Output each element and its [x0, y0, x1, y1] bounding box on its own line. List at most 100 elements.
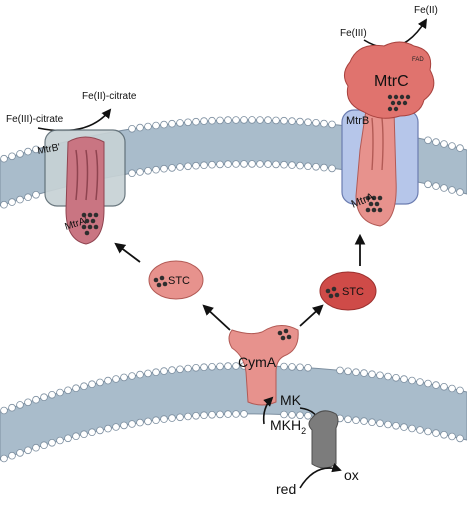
lipid-headgroup [32, 191, 40, 199]
lipid-headgroup [0, 200, 8, 209]
lipid-headgroup [296, 363, 304, 372]
lipid-headgroup [72, 432, 80, 441]
mtrb-prime-complex: MtrB' MtrA' [37, 129, 126, 245]
lipid-headgroup [232, 116, 240, 124]
lipid-headgroup [264, 160, 272, 168]
lipid-headgroup [384, 372, 392, 381]
lipid-headgroup [216, 160, 224, 169]
mkh2-to-mk-arrow [262, 396, 274, 425]
heme-cluster-mtrc [387, 94, 411, 112]
lipid-headgroup [240, 116, 248, 124]
lipid-headgroup [232, 362, 240, 370]
inner-membrane-headgroups-bottom [0, 410, 464, 463]
lipid-headgroup [424, 180, 432, 189]
lipid-headgroup [200, 411, 208, 420]
lipid-headgroup [208, 116, 216, 125]
lipid-headgroup [408, 424, 416, 433]
lipid-headgroup [24, 446, 32, 455]
lipid-headgroup [24, 193, 32, 202]
pathway-arrows [114, 233, 366, 331]
lipid-headgroup [8, 451, 16, 460]
lipid-headgroup [16, 401, 24, 409]
lipid-headgroup [160, 164, 168, 173]
stc-left-body [148, 260, 204, 300]
lipid-headgroup [432, 429, 440, 437]
mtra-helices [371, 117, 384, 171]
inner-membrane-headgroups-top [0, 362, 464, 415]
lipid-headgroup [0, 406, 8, 415]
lipid-headgroup [184, 364, 192, 373]
lipid-headgroup [152, 416, 160, 425]
heme-cluster-stc-right [325, 286, 340, 299]
lipid-headgroup [280, 160, 288, 169]
lipid-headgroup [448, 142, 456, 150]
lipid-headgroup [208, 160, 216, 169]
lipid-headgroup [80, 382, 88, 391]
heme-cluster-mtra-prime [81, 212, 99, 236]
lipid-headgroup [32, 395, 40, 404]
stc-right-label: STC [342, 286, 364, 298]
lipid-headgroup [208, 410, 216, 419]
lipid-headgroup [128, 169, 136, 178]
lipid-headgroup [448, 186, 456, 194]
lipid-headgroup [16, 150, 24, 158]
lipid-headgroup [136, 123, 144, 132]
lipid-headgroup [280, 362, 288, 371]
fe3-citrate-label: Fe(III)-citrate [6, 114, 64, 125]
lipid-headgroup [128, 125, 136, 133]
lipid-headgroup [104, 424, 112, 433]
lipid-headgroup [256, 116, 264, 124]
lipid-headgroup [0, 154, 8, 163]
fe-reaction: Fe(III) Fe(II) [340, 5, 438, 49]
lipid-headgroup [152, 368, 160, 377]
lipid-headgroup [432, 182, 440, 190]
lipid-headgroup [392, 421, 400, 430]
lipid-headgroup [432, 138, 440, 146]
stc-right-body [319, 271, 377, 311]
lipid-headgroup [384, 420, 392, 429]
mtra-prime-helices [75, 149, 99, 201]
lipid-headgroup [360, 369, 368, 377]
lipid-headgroup [40, 441, 48, 450]
lipid-headgroup [8, 198, 16, 206]
lipid-headgroup [120, 421, 128, 430]
heme-cluster-mtra [365, 195, 383, 213]
inner-membrane [0, 362, 467, 463]
lipid-headgroup [328, 164, 336, 173]
lipid-headgroup [40, 393, 48, 402]
lipid-headgroup [264, 116, 272, 124]
lipid-headgroup [232, 160, 240, 168]
fe2-citrate-label: Fe(II)-citrate [82, 91, 137, 102]
lipid-headgroup [456, 434, 464, 443]
mtrc-protein [344, 41, 435, 119]
lipid-headgroup [296, 411, 304, 420]
lipid-headgroup [392, 373, 400, 382]
heme-cluster-stc-left [153, 275, 168, 288]
lipid-headgroup [192, 363, 200, 372]
arrow-stc-left-to-mtra-prime [114, 242, 141, 263]
lipid-headgroup [312, 163, 320, 171]
mkh2-label: MKH2 [270, 417, 306, 436]
outer-membrane-headgroups-top [0, 116, 464, 163]
outer-membrane-headgroups-bottom [0, 160, 464, 209]
lipid-headgroup [216, 116, 224, 125]
lipid-headgroup [368, 418, 376, 427]
lipid-headgroup [168, 414, 176, 422]
lipid-headgroup [0, 454, 8, 463]
ox-label: ox [344, 467, 359, 483]
lipid-headgroup [128, 420, 136, 428]
lipid-headgroup [32, 145, 40, 154]
lipid-headgroup [136, 418, 144, 427]
fe3-label: Fe(III) [340, 28, 367, 39]
lipid-headgroup [432, 381, 440, 389]
lipid-headgroup [96, 426, 104, 435]
lipid-headgroup [24, 147, 32, 156]
lipid-headgroup [304, 162, 312, 171]
lipid-headgroup [224, 410, 232, 418]
cyma-protein [228, 325, 299, 406]
lipid-headgroup [24, 398, 32, 407]
lipid-headgroup [80, 430, 88, 439]
lipid-headgroup [144, 417, 152, 426]
lipid-headgroup [120, 373, 128, 382]
